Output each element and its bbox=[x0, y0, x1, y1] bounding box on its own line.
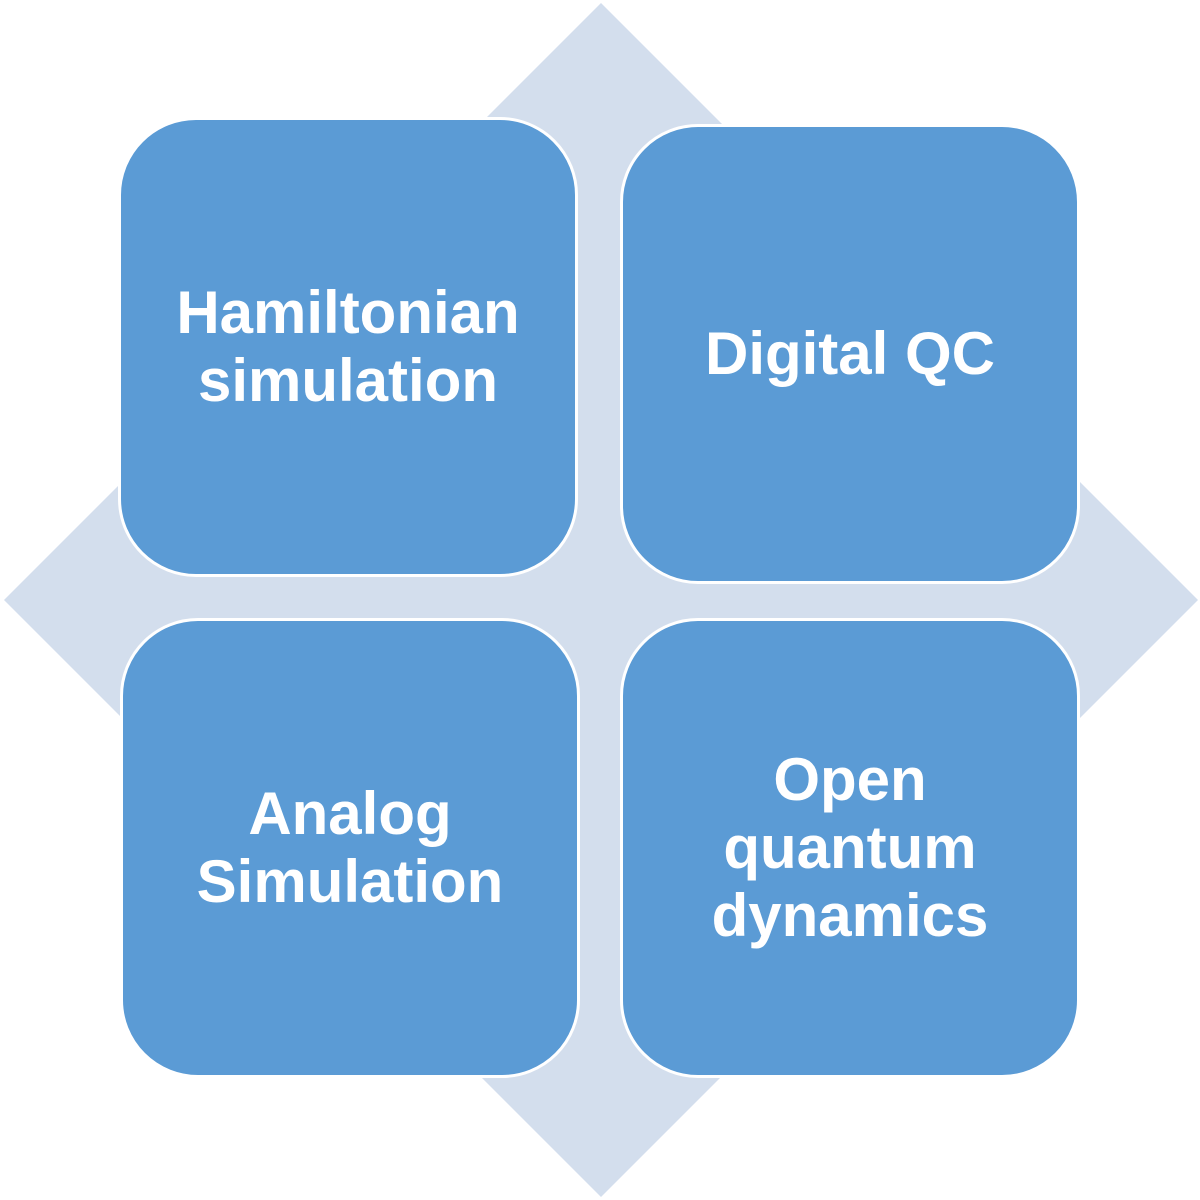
tile-label: Open quantum dynamics bbox=[711, 746, 989, 949]
tile-label: Digital QC bbox=[704, 320, 995, 387]
tile-analog-simulation: Analog Simulation bbox=[120, 618, 580, 1078]
tile-label: Analog Simulation bbox=[196, 780, 504, 915]
tile-label: Hamiltonian simulation bbox=[176, 279, 520, 414]
tile-hamiltonian-simulation: Hamiltonian simulation bbox=[118, 117, 578, 577]
tile-digital-qc: Digital QC bbox=[620, 124, 1080, 584]
tile-open-quantum-dynamics: Open quantum dynamics bbox=[620, 618, 1080, 1078]
